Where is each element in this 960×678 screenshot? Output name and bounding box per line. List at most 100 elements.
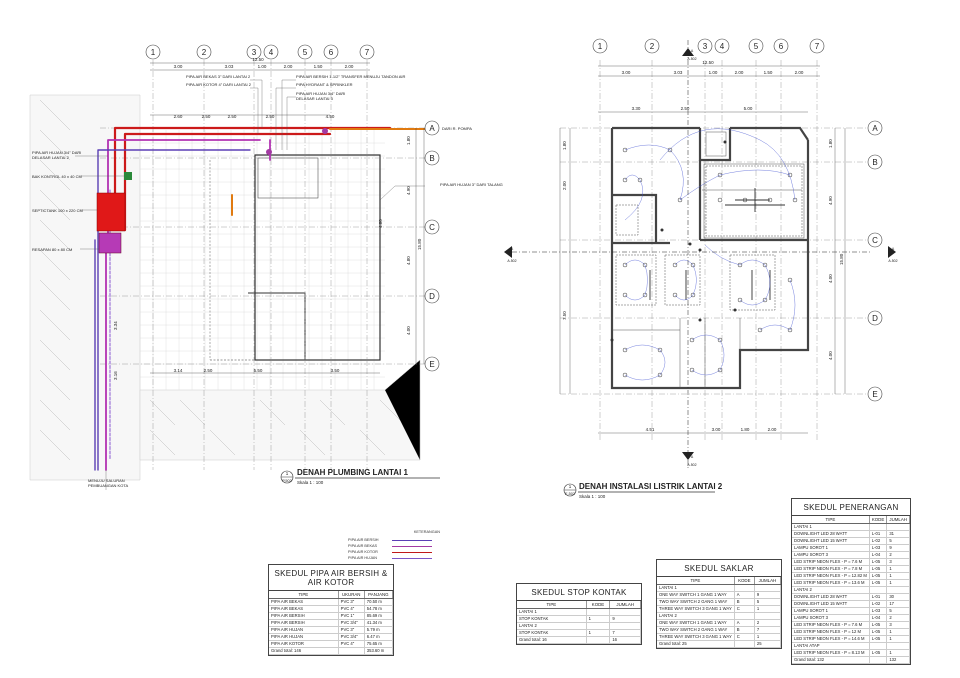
table-cell: 1 bbox=[586, 615, 611, 623]
grid-col-5: 5 bbox=[303, 48, 308, 57]
table-cell: LAMPU SOROT 1 bbox=[792, 544, 870, 552]
table-cell: L-05 bbox=[869, 558, 888, 566]
dim-top-total: 12.50 bbox=[252, 57, 264, 62]
svg-text:A.502: A.502 bbox=[687, 57, 696, 61]
label-saluran: MENUJU SALURAN bbox=[88, 478, 125, 483]
table-cell: 9 bbox=[609, 615, 641, 623]
table-cell: TWO WAY SWITCH 2 GANG 1 WAY bbox=[657, 626, 735, 634]
schedule-penerangan-title: SKEDUL PENERANGAN bbox=[792, 499, 910, 516]
label-septic: SEPTICTANK 100 x 220 CM bbox=[32, 208, 83, 213]
table-cell: L-05 bbox=[869, 565, 888, 573]
table-cell: L-03 bbox=[869, 544, 888, 552]
table-cell: 2 bbox=[886, 551, 910, 559]
plan-right-scale: Skala 1 : 100 bbox=[579, 494, 606, 499]
table-cell: LAMPU SOROT 3 bbox=[792, 614, 870, 622]
table-cell: 1 bbox=[754, 633, 782, 641]
svg-text:3.00: 3.00 bbox=[622, 70, 631, 75]
label-bak: BAK KONTROL 40 x 40 CM bbox=[32, 174, 82, 179]
svg-text:3.14: 3.14 bbox=[174, 368, 183, 373]
table-cell: ONE WAY SWITCH 1 GANG 1 WAY bbox=[657, 619, 735, 627]
svg-text:1.50: 1.50 bbox=[314, 64, 323, 69]
table-cell: ONE WAY SWITCH 1 GANG 1 WAY bbox=[657, 591, 735, 599]
e-grid-row-C: C bbox=[872, 236, 878, 245]
table-cell: L-05 bbox=[869, 649, 888, 657]
table-cell: PIPA AIR BEKAS bbox=[269, 598, 339, 606]
table-cell: 5.79 m bbox=[364, 626, 394, 634]
svg-text:4.00: 4.00 bbox=[828, 351, 833, 360]
electrical-plan: A A.502 A A.502 A A.502 A A.502 1 2 3 4 … bbox=[504, 38, 898, 499]
svg-text:4.00: 4.00 bbox=[406, 326, 411, 335]
svg-text:2.00: 2.00 bbox=[795, 70, 804, 75]
grid-col-3: 3 bbox=[252, 48, 257, 57]
svg-text:DELASAR LANTAI 3: DELASAR LANTAI 3 bbox=[296, 96, 334, 101]
table-cell: LANTAI 1 bbox=[792, 523, 870, 531]
plan-left-title: DENAH PLUMBING LANTAI 1 bbox=[297, 468, 409, 477]
table-cell: LANTAI 1 bbox=[517, 608, 587, 616]
grid-col-1: 1 bbox=[151, 48, 156, 57]
grid-row-E: E bbox=[429, 360, 434, 369]
legend-item: PIPA AIR HUJAN bbox=[348, 555, 440, 561]
section-tag-right: A bbox=[892, 247, 895, 251]
plan-left-ref-sheet: P.502 bbox=[282, 479, 291, 483]
table-cell: 41.34 m bbox=[364, 619, 394, 627]
label-hujan2: PIPA AIR HUJAN 3/4" DARI bbox=[32, 150, 81, 155]
table-cell: 25 bbox=[754, 640, 782, 648]
table-cell: 353.60 m bbox=[364, 647, 394, 655]
plan-left-scale: Skala 1 : 100 bbox=[297, 480, 324, 485]
table-cell: 17 bbox=[886, 600, 910, 608]
table-cell bbox=[886, 523, 910, 531]
svg-text:A.502: A.502 bbox=[888, 259, 897, 263]
label-talang: PIPA AIR HUJAN 3" DARI TALANG bbox=[440, 182, 503, 187]
table-cell bbox=[734, 640, 755, 648]
table-cell: Grand total: 25 bbox=[657, 640, 735, 648]
table-cell: 1 bbox=[886, 649, 910, 657]
e-grid-row-E: E bbox=[872, 390, 877, 399]
plan-right-ref-num: 1 bbox=[569, 484, 572, 489]
grid-row-D: D bbox=[429, 292, 435, 301]
table-cell: B bbox=[734, 598, 755, 606]
svg-text:4.90: 4.90 bbox=[406, 186, 411, 195]
table-cell: 5 bbox=[886, 607, 910, 615]
svg-text:DELASAR LANTAI 2: DELASAR LANTAI 2 bbox=[32, 155, 70, 160]
svg-text:5.50: 5.50 bbox=[254, 368, 263, 373]
svg-text:2.00: 2.00 bbox=[562, 181, 567, 190]
table-cell bbox=[754, 584, 782, 592]
table-cell: C bbox=[734, 605, 755, 613]
hydrant-point bbox=[266, 149, 272, 155]
table-cell: 2 bbox=[886, 614, 910, 622]
schedule-stop-title: SKEDUL STOP KONTAK bbox=[517, 584, 641, 601]
svg-text:4.00: 4.00 bbox=[828, 274, 833, 283]
table-cell: B bbox=[734, 626, 755, 634]
table-cell: L-02 bbox=[869, 537, 888, 545]
table-cell: A bbox=[734, 591, 755, 599]
section-tag-bottom: A bbox=[691, 455, 694, 459]
table-cell: LED STRIP NEON FLEX - P = 8.13 M bbox=[792, 649, 870, 657]
svg-text:2.50: 2.50 bbox=[202, 114, 211, 119]
table-cell: L-05 bbox=[869, 579, 888, 587]
table-cell: 6.47 m bbox=[364, 633, 394, 641]
label-pipa-bersih: PIPA AIR BERSIH 1-1/2" TRANSFER MENUJU T… bbox=[296, 74, 405, 79]
table-cell: PVC 3" bbox=[338, 598, 365, 606]
svg-text:1.80: 1.80 bbox=[562, 141, 567, 150]
table-row: LANTAI ATAP bbox=[792, 642, 910, 650]
table-cell: PVC 3/4" bbox=[338, 633, 365, 641]
bak-kontrol bbox=[124, 172, 132, 180]
svg-text:4.50: 4.50 bbox=[326, 114, 335, 119]
table-cell: L-01 bbox=[869, 593, 888, 601]
svg-text:3.50: 3.50 bbox=[331, 368, 340, 373]
